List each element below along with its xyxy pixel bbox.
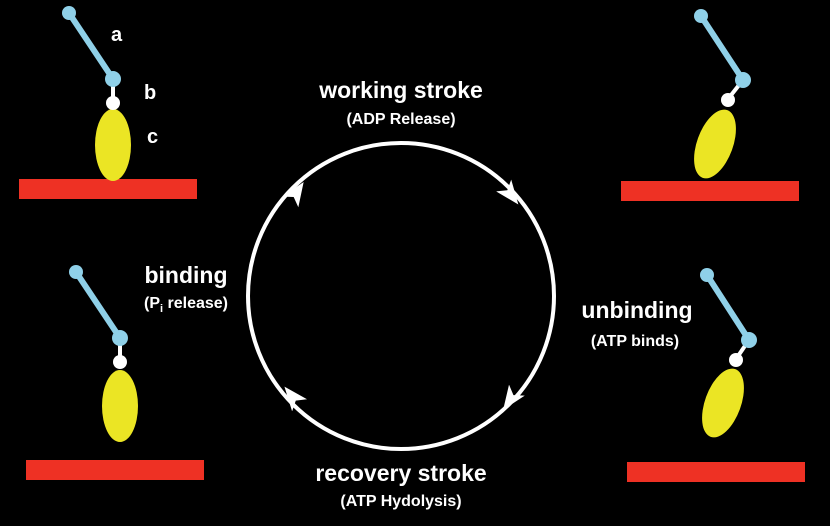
lever-tip (69, 265, 83, 279)
label-part-a: a (111, 24, 123, 46)
lever-tip (694, 9, 708, 23)
lever-arm (704, 272, 752, 343)
label-binding-detail: (Pi release) (144, 295, 228, 315)
label-working-stroke: working stroke (318, 77, 483, 103)
label-unbinding: unbinding (581, 297, 692, 323)
actin-filament (19, 179, 197, 199)
cycle-circle (246, 141, 556, 451)
label-recovery-stroke: recovery stroke (315, 460, 486, 486)
label-binding-detail-prefix: (P (144, 295, 160, 312)
myosin-head (702, 368, 744, 438)
lever-arm (698, 13, 746, 83)
myosin-head (102, 370, 138, 442)
actin-filament (26, 460, 204, 480)
lever-arm (73, 269, 123, 341)
label-binding-detail-subscript: i (160, 303, 163, 315)
lever-tip (62, 6, 76, 20)
label-part-b: b (144, 82, 156, 104)
actin-filament (627, 462, 805, 482)
hinge-joint (106, 96, 120, 110)
label-unbinding-detail: (ATP binds) (591, 333, 679, 350)
label-part-c: c (147, 126, 158, 148)
actin-filament (621, 181, 799, 201)
myosin-head (694, 109, 736, 179)
label-recovery-stroke-detail: (ATP Hydolysis) (340, 493, 461, 510)
label-binding-detail-suffix: release) (163, 295, 228, 312)
hinge-joint (721, 93, 735, 107)
hinge-joint (113, 355, 127, 369)
hinge-joint (729, 353, 743, 367)
lever-joint (112, 330, 128, 346)
lever-joint (735, 72, 751, 88)
lever-tip (700, 268, 714, 282)
lever-arm (66, 10, 116, 82)
lever-joint (741, 332, 757, 348)
myosin-state-bottom-left (26, 265, 204, 480)
lever-joint (105, 71, 121, 87)
myosin-state-bottom-right (627, 268, 805, 482)
label-working-stroke-detail: (ADP Release) (346, 111, 455, 128)
myosin-state-top-right (621, 9, 799, 201)
myosin-state-top-left (19, 6, 197, 199)
myosin-head (95, 109, 131, 181)
label-binding: binding (144, 262, 227, 288)
